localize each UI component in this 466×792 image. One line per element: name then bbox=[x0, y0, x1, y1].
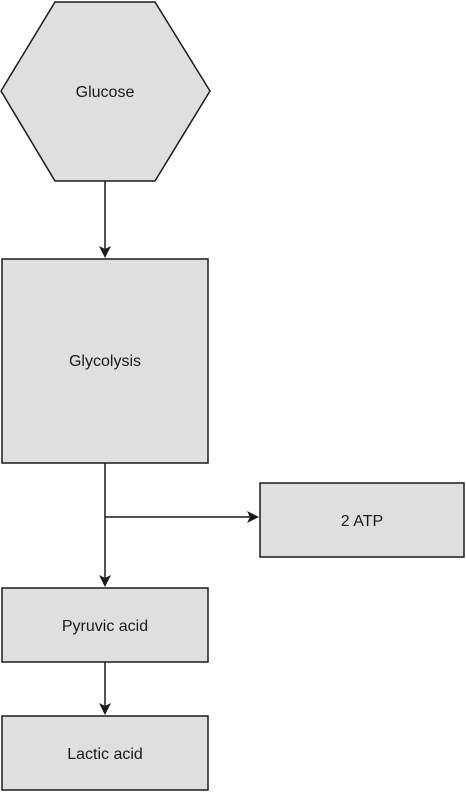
pyruvic-acid-node: Pyruvic acid bbox=[1, 587, 209, 663]
glucose-hexagon-shape bbox=[0, 1, 211, 182]
glucose-node: Glucose bbox=[0, 1, 211, 182]
glycolysis-box bbox=[1, 258, 209, 464]
atp-label: 2 ATP bbox=[341, 513, 383, 530]
lactic-acid-node: Lactic acid bbox=[1, 715, 209, 791]
pyruvic-acid-label: Pyruvic acid bbox=[62, 618, 148, 635]
atp-node: 2 ATP bbox=[259, 482, 465, 558]
pyruvic-acid-box bbox=[1, 587, 209, 663]
glycolysis-node: Glycolysis bbox=[1, 258, 209, 464]
glucose-label: Glucose bbox=[76, 84, 135, 101]
atp-box bbox=[259, 482, 465, 558]
lactic-acid-box bbox=[1, 715, 209, 791]
lactic-acid-label: Lactic acid bbox=[67, 746, 143, 763]
glycolysis-label: Glycolysis bbox=[69, 353, 141, 370]
